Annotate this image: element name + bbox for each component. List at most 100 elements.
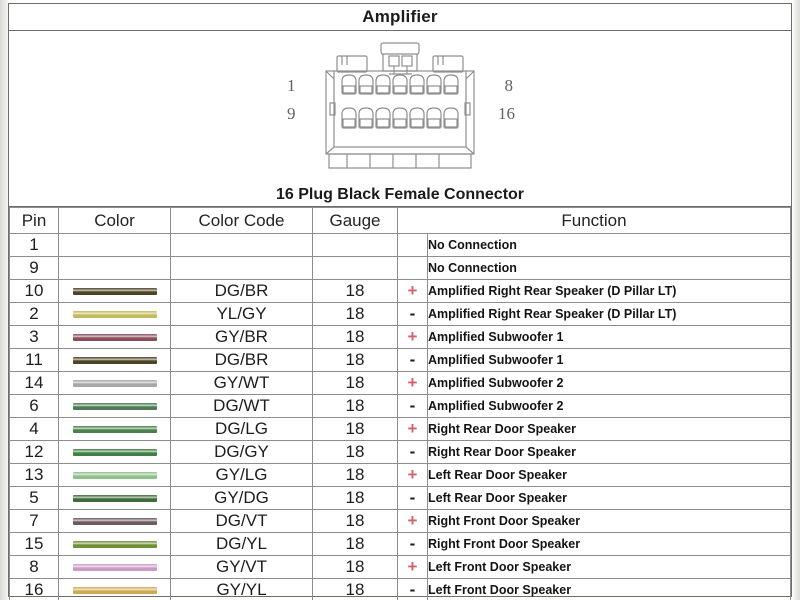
connector-subtitle-bar: 16 Plug Black Female Connector — [9, 183, 791, 207]
cell-gauge: 18 — [312, 394, 398, 418]
diagram-frame: Amplifier 1 8 9 16 — [8, 3, 792, 600]
cell-polarity: + — [397, 509, 428, 533]
cell-wire-color — [58, 578, 171, 600]
cell-wire-color — [58, 532, 171, 556]
cell-pin: 11 — [9, 348, 59, 372]
cell-gauge: 18 — [312, 555, 398, 579]
cell-wire-color — [58, 509, 171, 533]
cell-gauge: 18 — [312, 463, 398, 487]
cell-polarity: + — [397, 325, 428, 349]
cell-color-code: DG/BR — [170, 279, 313, 303]
cell-function: Left Front Door Speaker — [427, 578, 791, 600]
wire-color-swatch — [72, 564, 157, 571]
amplifier-title-bar: Amplifier — [9, 4, 791, 31]
cell-color-code: GY/BR — [170, 325, 313, 349]
diagram-pin-label-bottom-left: 9 — [287, 104, 296, 123]
cell-polarity: - — [397, 440, 428, 464]
cell-pin: 7 — [9, 509, 59, 533]
cell-color-code: GY/VT — [170, 555, 313, 579]
page-title: Amplifier — [362, 7, 438, 26]
cell-polarity: - — [397, 394, 428, 418]
cell-gauge: 18 — [312, 532, 398, 556]
cell-function: Right Front Door Speaker — [427, 509, 791, 533]
cell-polarity: + — [397, 463, 428, 487]
cell-gauge: 18 — [312, 486, 398, 510]
cell-color-code: DG/LG — [170, 417, 313, 441]
cell-pin: 9 — [9, 256, 59, 280]
cell-color-code: YL/GY — [170, 302, 313, 326]
cell-pin: 3 — [9, 325, 59, 349]
wire-color-swatch — [72, 288, 157, 295]
wire-color-swatch — [72, 587, 157, 594]
cell-gauge: 18 — [312, 279, 398, 303]
connector-diagram: 1 8 9 16 — [285, 41, 515, 173]
cell-color-code: GY/YL — [170, 578, 313, 600]
cell-pin: 4 — [9, 417, 59, 441]
cell-wire-color — [58, 256, 171, 280]
cell-polarity: - — [397, 532, 428, 556]
cell-wire-color — [58, 417, 171, 441]
cell-wire-color — [58, 555, 171, 579]
cell-polarity: + — [397, 417, 428, 441]
wire-color-swatch — [72, 380, 157, 387]
wire-color-swatch — [72, 541, 157, 548]
diagram-pin-label-top-left: 1 — [287, 76, 296, 95]
cell-function: Right Rear Door Speaker — [427, 417, 791, 441]
cell-function: Amplified Subwoofer 2 — [427, 371, 791, 395]
cell-color-code: DG/WT — [170, 394, 313, 418]
cell-color-code: DG/VT — [170, 509, 313, 533]
column-header-color-code: Color Code — [170, 207, 313, 234]
cell-gauge: 18 — [312, 509, 398, 533]
cell-gauge: 18 — [312, 325, 398, 349]
cell-pin: 15 — [9, 532, 59, 556]
cell-pin: 6 — [9, 394, 59, 418]
cell-gauge — [312, 233, 398, 257]
cell-function: Amplified Subwoofer 1 — [427, 325, 791, 349]
cell-function: Amplified Subwoofer 1 — [427, 348, 791, 372]
column-header-pin: Pin — [9, 207, 59, 234]
cell-function: Right Rear Door Speaker — [427, 440, 791, 464]
cell-polarity: + — [397, 371, 428, 395]
cell-function: No Connection — [427, 233, 791, 257]
wire-color-swatch — [72, 357, 157, 364]
cell-polarity: + — [397, 555, 428, 579]
wire-color-swatch — [72, 449, 157, 456]
wire-color-swatch — [72, 334, 157, 341]
cell-color-code — [170, 256, 313, 280]
cell-color-code: GY/WT — [170, 371, 313, 395]
cell-color-code: GY/LG — [170, 463, 313, 487]
cell-pin: 8 — [9, 555, 59, 579]
cell-gauge: 18 — [312, 440, 398, 464]
cell-pin: 13 — [9, 463, 59, 487]
cell-gauge: 18 — [312, 417, 398, 441]
wire-color-swatch — [72, 403, 157, 410]
cell-gauge: 18 — [312, 578, 398, 600]
cell-function: No Connection — [427, 256, 791, 280]
cell-wire-color — [58, 279, 171, 303]
cell-color-code: DG/GY — [170, 440, 313, 464]
pinout-table-header: Pin Color Color Code Gauge Function — [9, 207, 791, 234]
cell-function: Amplified Right Rear Speaker (D Pillar L… — [427, 279, 791, 303]
cell-wire-color — [58, 463, 171, 487]
cell-polarity: - — [397, 578, 428, 600]
cell-pin: 10 — [9, 279, 59, 303]
header-row: Pin Color Color Code Gauge Function — [9, 207, 791, 234]
cell-color-code: GY/DG — [170, 486, 313, 510]
cell-pin: 2 — [9, 302, 59, 326]
column-header-gauge: Gauge — [312, 207, 398, 234]
table-row: 9 No Connection — [9, 256, 791, 280]
column-header-function: Function — [397, 207, 791, 234]
